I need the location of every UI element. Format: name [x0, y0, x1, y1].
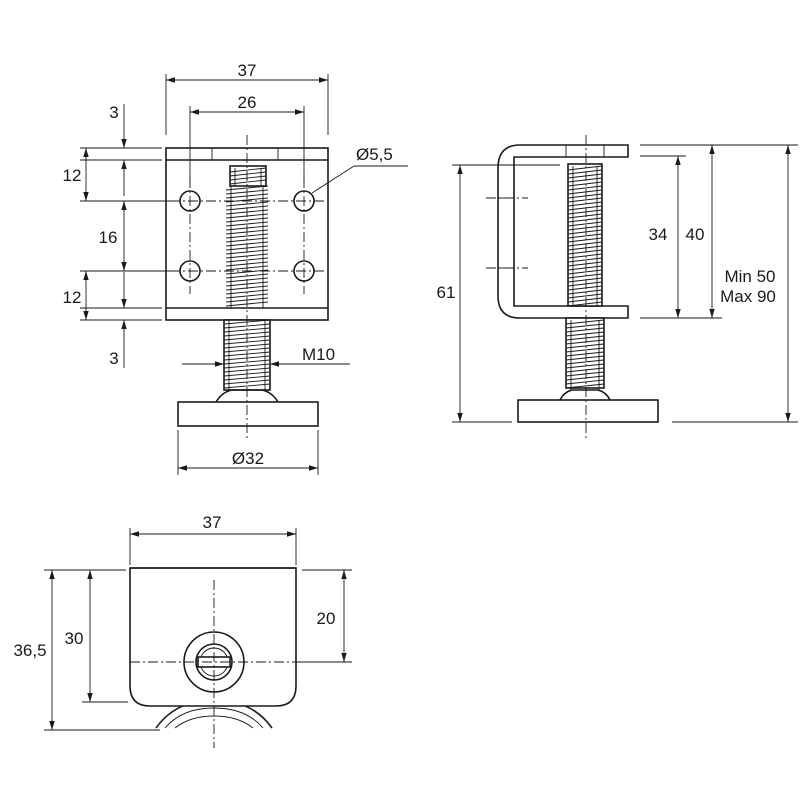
- thread-line: [229, 175, 267, 181]
- thread-line: [567, 193, 603, 199]
- thread-line: [229, 179, 267, 185]
- thread-line: [567, 177, 603, 183]
- foot-pad: [177, 401, 319, 427]
- side-lower-thread: [559, 317, 611, 401]
- thread-line: [565, 379, 605, 385]
- thread-line: [565, 359, 605, 365]
- side-foot-pad: [517, 399, 659, 423]
- thread-line: [565, 351, 605, 357]
- thread-line: [567, 229, 603, 235]
- hole-spacing-h-label: 26: [238, 93, 257, 112]
- thread-line: [223, 323, 271, 329]
- thread-line: [567, 213, 603, 219]
- thread-line: [565, 355, 605, 361]
- thread-line: [567, 273, 603, 279]
- thread-line: [223, 347, 271, 353]
- side-upper-thread: [567, 163, 603, 307]
- thread-line: [225, 293, 269, 299]
- thread-line: [567, 233, 603, 239]
- thread-line: [567, 237, 603, 243]
- thread-line: [567, 221, 603, 227]
- thread-line: [567, 257, 603, 263]
- thread-line: [565, 327, 605, 333]
- thread-line: [567, 285, 603, 291]
- thread-line: [229, 167, 267, 173]
- top-to-hole-label: 12: [63, 166, 82, 185]
- front-width-label: 37: [238, 61, 257, 80]
- thread-line: [223, 359, 271, 365]
- thread-line: [567, 281, 603, 287]
- thread-line: [567, 197, 603, 203]
- adjust-max-label: Max 90: [720, 287, 776, 306]
- thread-line: [225, 185, 269, 191]
- mounting-holes: [170, 178, 324, 294]
- inner-height-label: 34: [649, 225, 668, 244]
- thread-line: [567, 261, 603, 267]
- thread-line: [567, 181, 603, 187]
- thread-line: [565, 323, 605, 329]
- adjust-min-label: Min 50: [724, 267, 775, 286]
- thread-line: [565, 363, 605, 369]
- thread-line: [567, 205, 603, 211]
- thread-line: [567, 225, 603, 231]
- thread-line: [565, 339, 605, 345]
- thread-line: [565, 383, 605, 389]
- thread-line: [567, 185, 603, 191]
- thread-line: [225, 221, 269, 227]
- top-body: [129, 567, 297, 707]
- thread-line: [567, 297, 603, 303]
- hole-spacing-v-label: 16: [99, 228, 118, 247]
- thread-line: [567, 249, 603, 255]
- thread-line: [565, 335, 605, 341]
- edge-bottom-label: 3: [109, 349, 118, 368]
- thread-line: [565, 319, 605, 325]
- foot-diameter-label: Ø32: [232, 449, 264, 468]
- thread-line: [229, 171, 267, 177]
- top-view: 37 36,5 30 20: [13, 513, 352, 748]
- edge-top-label: 3: [109, 103, 118, 122]
- outer-height-label: 40: [686, 225, 705, 244]
- center-offset-label: 20: [317, 609, 336, 628]
- depth-body-label: 30: [65, 629, 84, 648]
- thread-line: [567, 209, 603, 215]
- thread-line: [567, 173, 603, 179]
- thread-line: [567, 301, 603, 307]
- thread-line: [567, 289, 603, 295]
- top-width-label: 37: [203, 513, 222, 532]
- thread-line: [567, 189, 603, 195]
- thread-line: [565, 331, 605, 337]
- thread-line: [567, 169, 603, 175]
- thread-line: [565, 347, 605, 353]
- thread-line: [567, 217, 603, 223]
- thread-line: [567, 277, 603, 283]
- overall-height-label: 61: [437, 283, 456, 302]
- thread-line: [567, 241, 603, 247]
- thread-line: [567, 265, 603, 271]
- thread-line: [567, 165, 603, 171]
- thread-line: [225, 257, 269, 263]
- hole-to-bottom-label: 12: [63, 288, 82, 307]
- thread-line: [567, 201, 603, 207]
- side-view: 61 34 40 Min 50 Max 90: [437, 135, 798, 440]
- thread-label: M10: [302, 345, 335, 364]
- thread-line: [567, 293, 603, 299]
- depth-total-label: 36,5: [13, 641, 46, 660]
- thread-line: [223, 383, 271, 389]
- thread-line: [567, 253, 603, 259]
- thread-line: [567, 269, 603, 275]
- front-view: 37 26 3 12 16 12 3 Ø5,5 M10 Ø32: [63, 61, 408, 475]
- thread-line: [225, 233, 269, 239]
- thread-line: [567, 245, 603, 251]
- thread-line: [565, 343, 605, 349]
- thread-line: [565, 375, 605, 381]
- thread-line: [565, 367, 605, 373]
- thread-line: [565, 371, 605, 377]
- hole-diameter-label: Ø5,5: [356, 145, 393, 164]
